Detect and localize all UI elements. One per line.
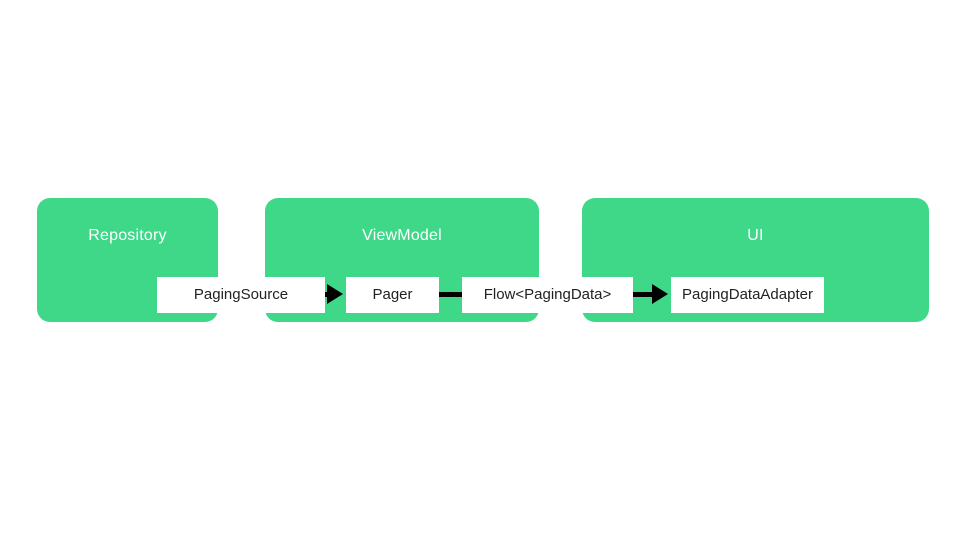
panel-viewmodel-title: ViewModel [362, 227, 442, 244]
panel-repository: Repository [37, 198, 218, 322]
node-pagingsource: PagingSource [157, 277, 325, 313]
connector-flow-to-adapter-arrowhead-icon [652, 284, 668, 304]
node-flow-pagingdata: Flow<PagingData> [462, 277, 633, 313]
node-pager: Pager [346, 277, 439, 313]
connector-pagingsource-to-pager-arrowhead-icon [327, 284, 343, 304]
connector-pager-to-flow-line [437, 292, 467, 297]
connector-flow-to-adapter-line [620, 292, 658, 297]
node-pagingdataadapter: PagingDataAdapter [671, 277, 824, 313]
panel-repository-title: Repository [88, 227, 167, 244]
panel-ui-title: UI [747, 227, 764, 244]
